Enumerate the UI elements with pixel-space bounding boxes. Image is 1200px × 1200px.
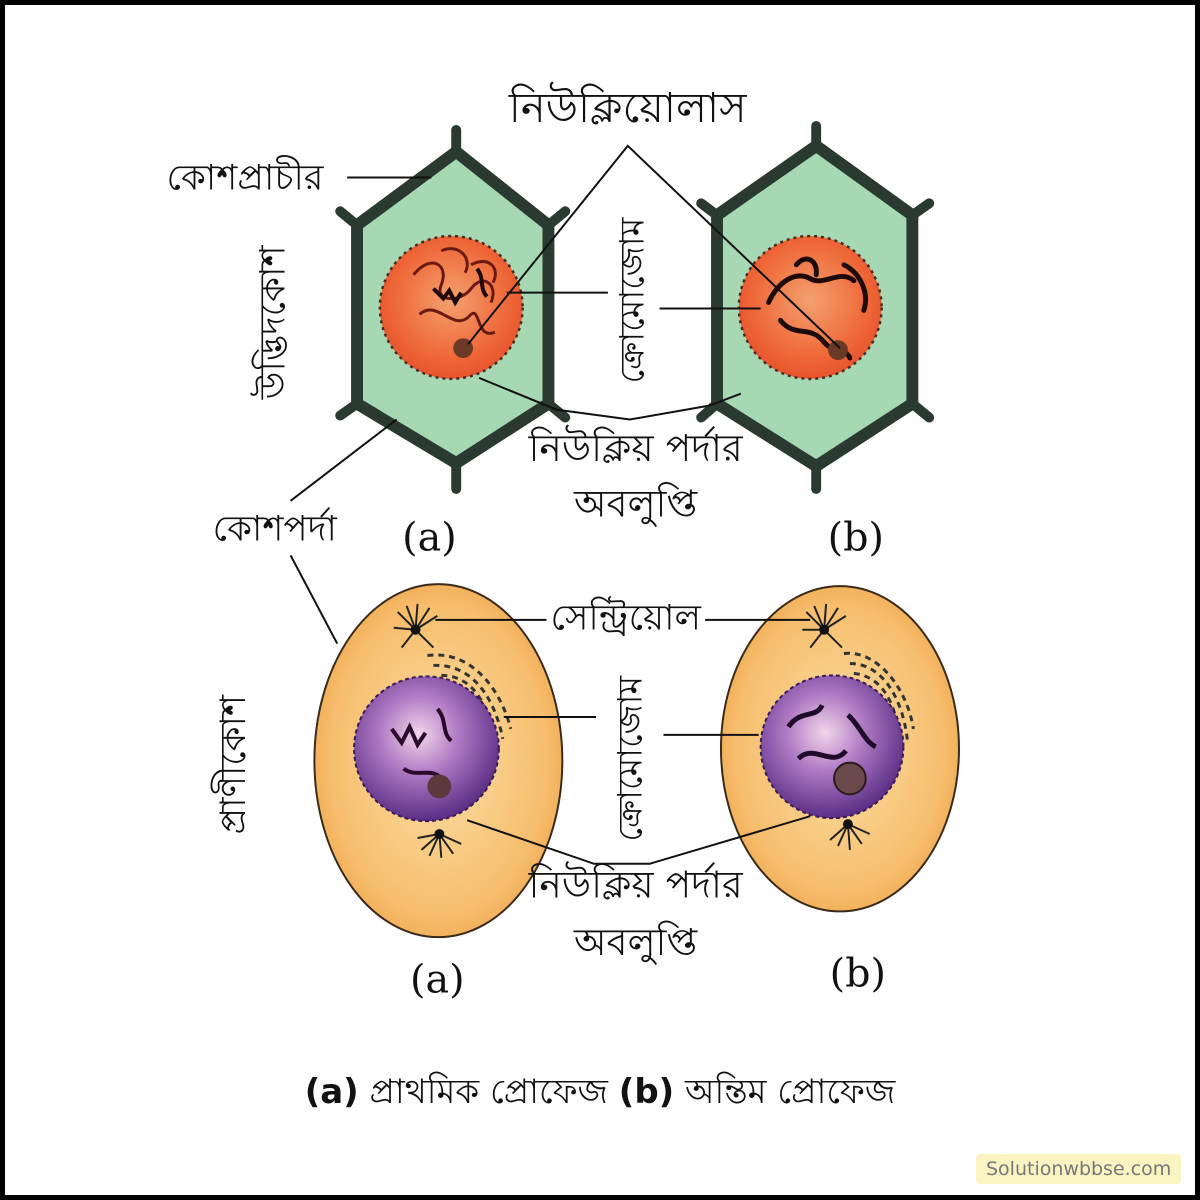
centriole-b2 <box>842 819 853 830</box>
animal-nucleus-a <box>353 675 500 823</box>
label-nucleolus: নিউক্লিয়োলাস <box>508 81 748 132</box>
cell-wall-stubs-a <box>335 124 571 494</box>
label-cell-membrane: কোশপর্দা <box>213 507 338 550</box>
label-panel-b-top: (b) <box>828 514 884 560</box>
label-panel-b-bottom: (b) <box>830 951 886 997</box>
centriole-a <box>410 624 421 635</box>
label-nuclear-membrane-disappearance-top-1: নিউক্লিয় পর্দার <box>528 424 744 470</box>
caption-b-tag: (b) <box>618 1072 675 1112</box>
caption-a-text: প্রাথমিক প্রোফেজ <box>369 1072 608 1112</box>
watermark: Solutionwbbse.com <box>976 1154 1182 1184</box>
label-cell-wall: কোশপ্রাচীর <box>166 154 324 198</box>
plant-cell-b <box>696 121 935 494</box>
label-panel-a-bottom: (a) <box>410 957 465 1003</box>
caption-b-text: অন্তিম প্রোফেজ <box>685 1072 896 1112</box>
chromosome-threads-a <box>412 247 497 335</box>
nucleolus-b <box>828 340 848 361</box>
label-nuclear-membrane-disappearance-top-2: অবলুপ্তি <box>573 482 698 528</box>
caption-a-tag: (a) <box>304 1072 359 1112</box>
leader-lines <box>289 144 841 865</box>
nucleolus-animal-a <box>427 774 452 799</box>
label-centriole: সেন্ট্রিয়োল <box>551 596 703 639</box>
nucleolus-animal-b <box>833 761 867 796</box>
chromosome-threads-animal-b <box>786 703 877 761</box>
label-nuclear-membrane-disappearance-bottom-1: নিউক্লিয় পর্দার <box>528 860 744 906</box>
label-panel-a-top: (a) <box>402 514 457 560</box>
cell-wall-stubs-b <box>696 121 935 494</box>
label-plant-cell: উদ্ভিদকোশ <box>250 245 294 401</box>
centriole-b <box>819 624 830 635</box>
prophase-diagram: নিউক্লিয়োলাস কোশপ্রাচীর উদ্ভিদকোশ ক্রোম… <box>166 81 960 1003</box>
label-chromosome-top: ক্রোমোজোম <box>613 216 652 383</box>
plant-nucleus-a <box>378 234 524 381</box>
label-animal-cell: প্রাণীকোশ <box>210 694 254 834</box>
centriole-a2 <box>434 829 445 839</box>
animal-cell-b <box>719 585 960 913</box>
plant-cell-a <box>335 124 571 494</box>
animal-cell-a <box>313 583 564 939</box>
animal-nucleus-b <box>759 674 905 820</box>
chromosome-dark-a <box>431 267 489 307</box>
label-nuclear-membrane-disappearance-bottom-2: অবলুপ্তি <box>573 920 698 966</box>
figure-caption: (a) প্রাথমিক প্রোফেজ (b) অন্তিম প্রোফেজ <box>0 1066 1200 1123</box>
label-chromosome-bottom: ক্রোমোজোম <box>611 674 650 841</box>
